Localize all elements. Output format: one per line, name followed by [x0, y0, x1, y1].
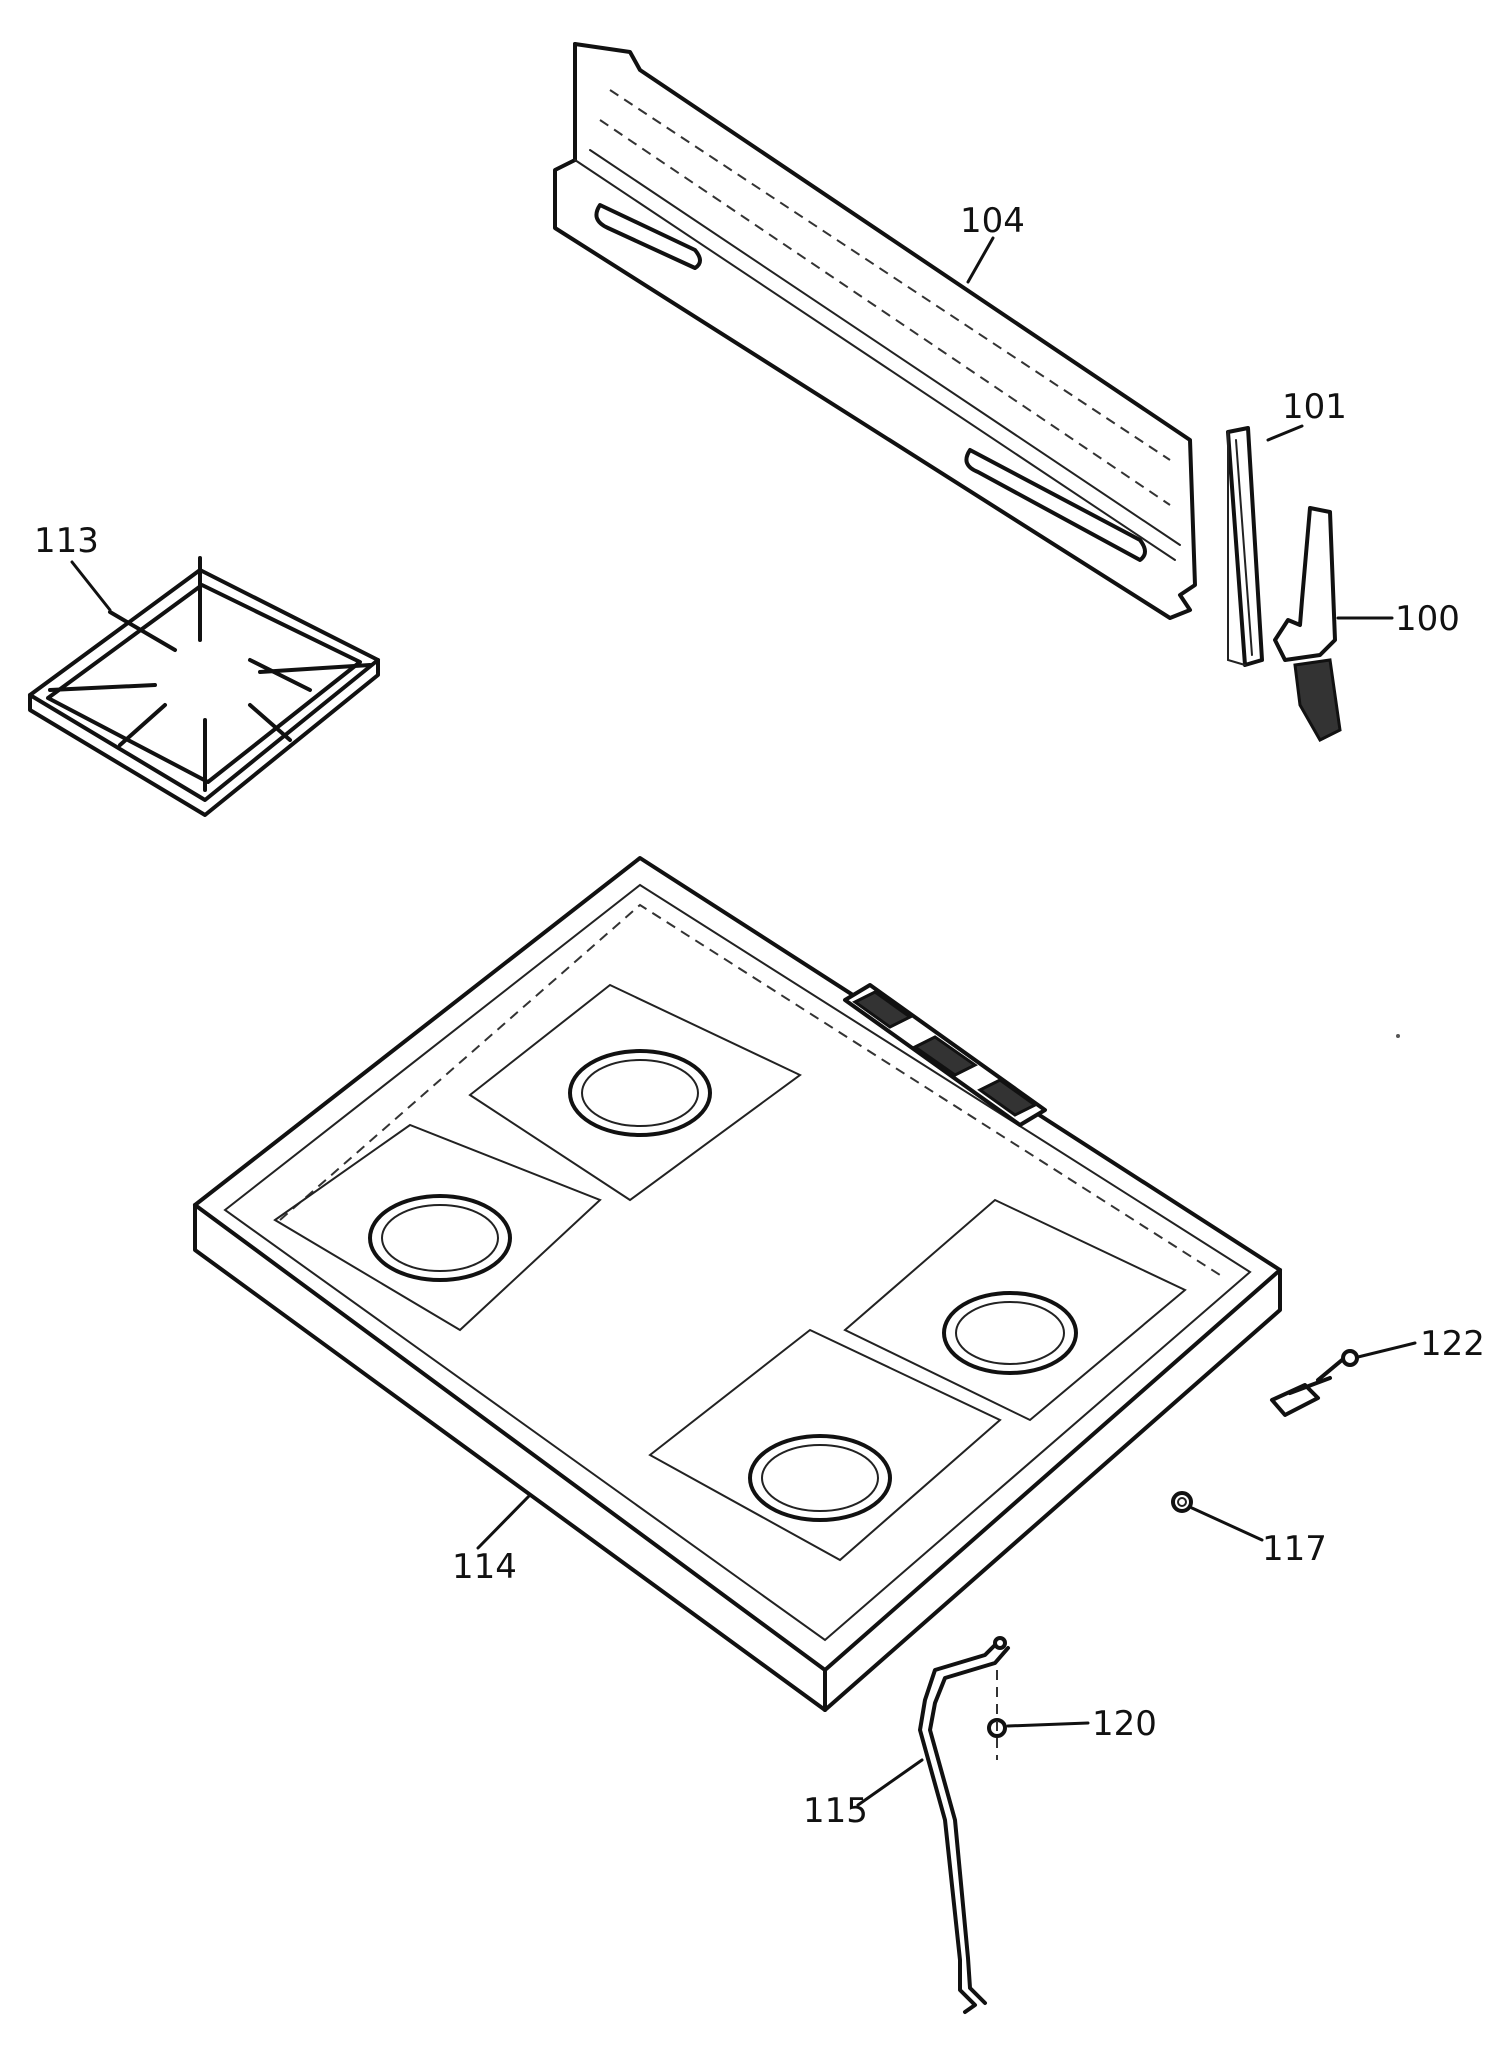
callout-104: 104	[960, 201, 1025, 241]
callout-100: 100	[1395, 599, 1460, 639]
callout-101: 101	[1282, 387, 1347, 427]
callout-117: 117	[1262, 1529, 1327, 1569]
leader-104	[966, 236, 995, 284]
part-bracket-101	[1226, 426, 1264, 667]
part-screw-120	[987, 1670, 1007, 1760]
callout-115: 115	[803, 1791, 868, 1831]
part-endcap-100	[1273, 506, 1342, 742]
part-grate-113	[28, 556, 380, 817]
stray-mark	[1396, 1034, 1400, 1038]
part-electrode-122	[1270, 1349, 1359, 1417]
callout-120: 120	[1092, 1704, 1157, 1744]
callout-113: 113	[34, 521, 99, 561]
leader-120	[1006, 1721, 1090, 1728]
leader-113	[70, 560, 112, 612]
leader-101	[1266, 424, 1304, 442]
part-backguard-104	[553, 42, 1197, 620]
callout-122: 122	[1420, 1324, 1485, 1364]
leader-115	[856, 1758, 924, 1807]
leader-117	[1190, 1506, 1264, 1542]
part-cooktop-114	[193, 856, 1282, 1712]
part-nut-117	[1171, 1491, 1193, 1513]
callout-114: 114	[452, 1547, 517, 1587]
leader-114	[476, 1493, 532, 1550]
leader-122	[1356, 1341, 1417, 1359]
part-rod-115	[918, 1636, 1010, 2014]
